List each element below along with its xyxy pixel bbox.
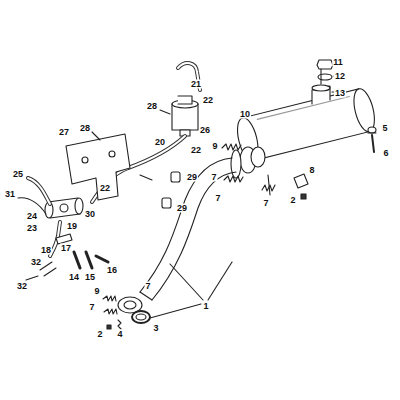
callout-number: 4 — [116, 330, 123, 339]
callout-number: 6 — [382, 149, 389, 158]
callout-number: 32 — [30, 258, 42, 267]
callout-number: 3 — [152, 324, 159, 333]
callout-number: 22 — [202, 96, 214, 105]
callout-number: 22 — [99, 184, 111, 193]
washer — [318, 74, 332, 80]
callout-number: 22 — [190, 146, 202, 155]
callout-number: 12 — [334, 72, 346, 81]
callout-number: 29 — [186, 173, 198, 182]
callout-number: 9 — [211, 142, 218, 151]
callout-number: 1 — [202, 302, 209, 311]
callout-number: 25 — [12, 170, 24, 179]
callout-number: 27 — [58, 128, 70, 137]
hanger — [312, 86, 330, 104]
callout-number: 28 — [79, 124, 91, 133]
callout-number: 29 — [176, 204, 188, 213]
callout-number: 7 — [262, 199, 269, 208]
callout-number: 30 — [84, 210, 96, 219]
callout-number: 23 — [26, 224, 38, 233]
callout-number: 16 — [106, 266, 118, 275]
callout-number: 7 — [88, 303, 95, 312]
bracket — [66, 134, 130, 200]
nut — [317, 60, 333, 69]
callout-number: 20 — [154, 138, 166, 147]
callout-number: 10 — [239, 110, 251, 119]
callout-number: 5 — [381, 124, 388, 133]
callout-number: 18 — [40, 246, 52, 255]
callout-number: 7 — [144, 282, 151, 291]
callout-number: 7 — [210, 173, 217, 182]
callout-number: 28 — [146, 102, 158, 111]
callout-number: 15 — [84, 273, 96, 282]
callout-number: 13 — [334, 89, 346, 98]
callout-number: 2 — [96, 330, 103, 339]
callout-number: 31 — [4, 190, 16, 199]
callout-number: 2 — [289, 196, 296, 205]
callout-number: 32 — [16, 282, 28, 291]
callout-number: 17 — [60, 244, 72, 253]
callout-number: 11 — [332, 58, 344, 67]
callout-number: 14 — [68, 273, 80, 282]
callout-number: 26 — [199, 126, 211, 135]
callout-number: 8 — [308, 166, 315, 175]
callout-number: 19 — [66, 222, 78, 231]
callout-number: 9 — [93, 287, 100, 296]
callout-number: 24 — [26, 212, 38, 221]
callout-number: 7 — [214, 194, 221, 203]
callout-number: 21 — [190, 80, 202, 89]
